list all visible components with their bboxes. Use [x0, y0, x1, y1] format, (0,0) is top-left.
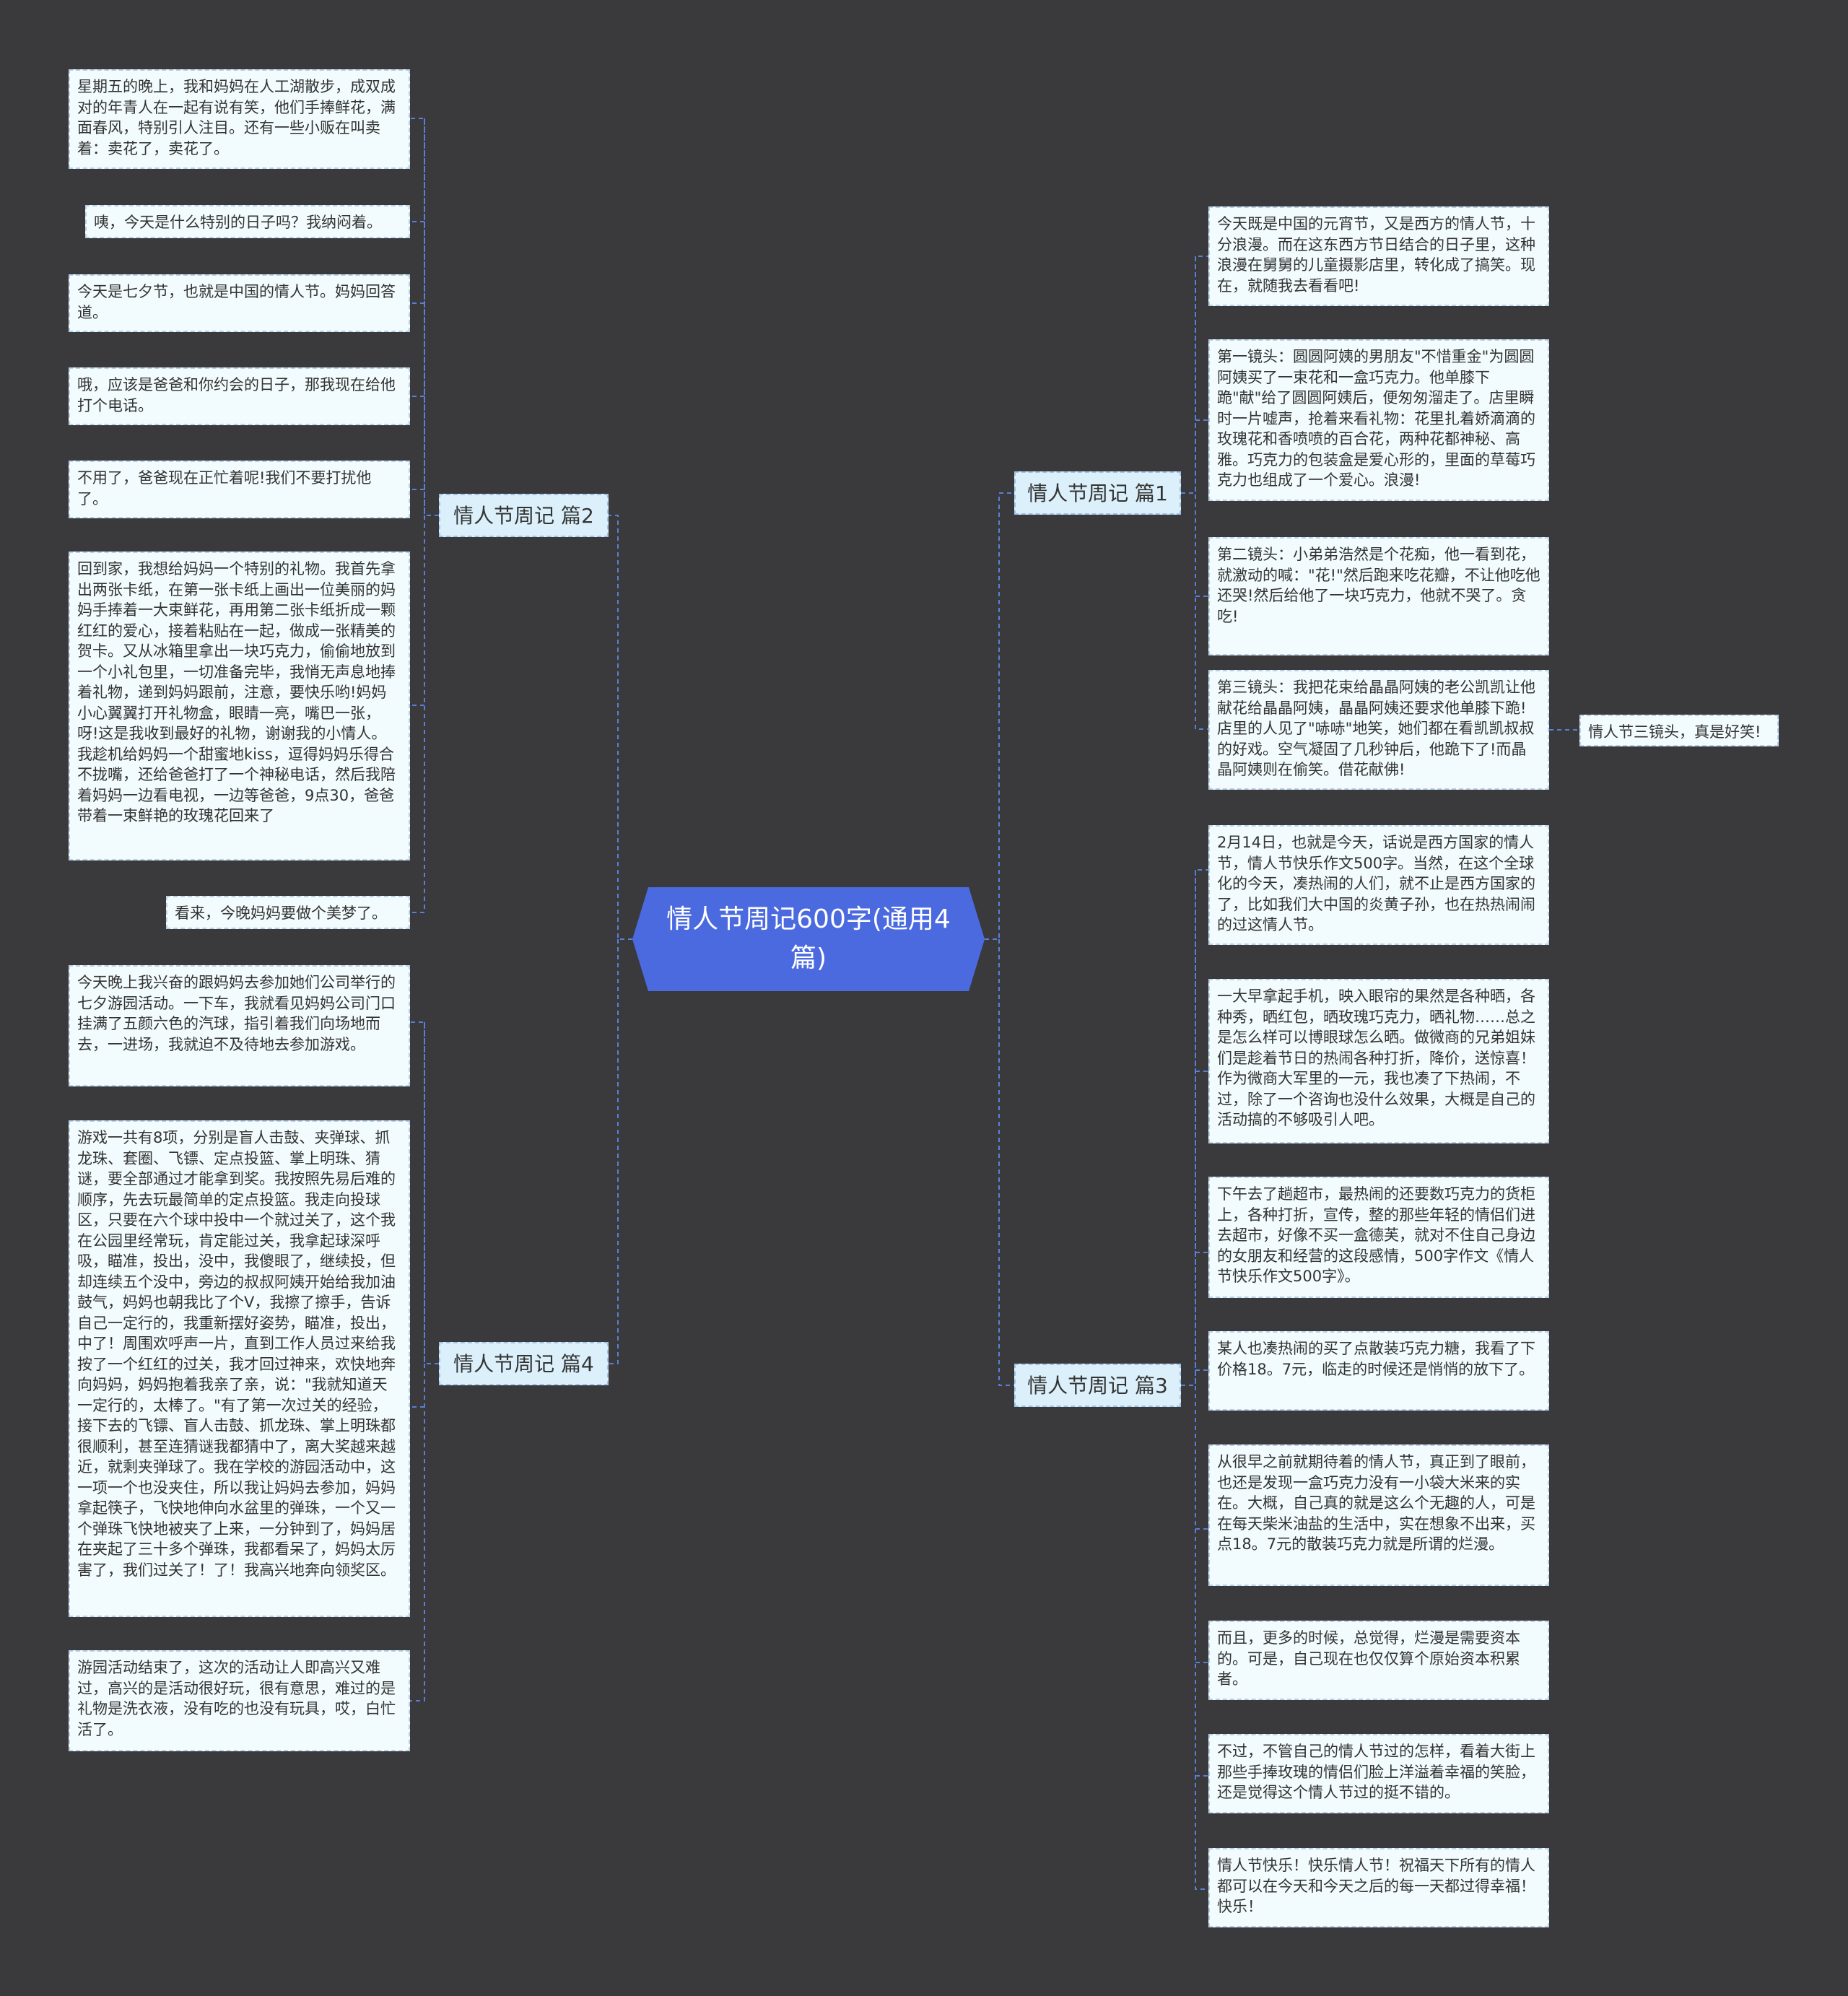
leaf-node[interactable]: 游园活动结束了，这次的活动让人即高兴又难过，高兴的是活动很好玩，很有意思，难过的… — [69, 1650, 410, 1751]
leaf-node[interactable]: 从很早之前就期待着的情人节，真正到了眼前，也还是发现一盒巧克力没有一小袋大米来的… — [1208, 1444, 1549, 1586]
leaf-text: 哦，应该是爸爸和你约会的日子，那我现在给他打个电话。 — [77, 376, 396, 414]
leaf-text: 今天是七夕节，也就是中国的情人节。妈妈回答道。 — [77, 283, 396, 321]
leaf-node[interactable]: 看来，今晚妈妈要做个美梦了。 — [166, 896, 410, 929]
leaf-node[interactable]: 游戏一共有8项，分别是盲人击鼓、夹弹球、抓龙珠、套圈、飞镖、定点投篮、掌上明珠、… — [69, 1120, 410, 1617]
leaf-node[interactable]: 哦，应该是爸爸和你约会的日子，那我现在给他打个电话。 — [69, 367, 410, 425]
leaf-text: 一大早拿起手机，映入眼帘的果然是各种晒，各种秀，晒红包，晒玫瑰巧克力，晒礼物……… — [1217, 988, 1535, 1128]
leaf-node[interactable]: 星期五的晚上，我和妈妈在人工湖散步，成双成对的年青人在一起有说有笑，他们手捧鲜花… — [69, 69, 410, 169]
leaf-node[interactable]: 第二镜头：小弟弟浩然是个花痴，他一看到花，就激动的喊："花!"然后跑来吃花瓣，不… — [1208, 537, 1549, 655]
leaf-text: 情人节快乐！快乐情人节！祝福天下所有的情人都可以在今天和今天之后的每一天都过得幸… — [1217, 1857, 1535, 1915]
leaf-text: 不用了，爸爸现在正忙着呢!我们不要打扰他了。 — [77, 469, 372, 507]
leaf-node[interactable]: 情人节快乐！快乐情人节！祝福天下所有的情人都可以在今天和今天之后的每一天都过得幸… — [1208, 1848, 1549, 1927]
leaf-text: 星期五的晚上，我和妈妈在人工湖散步，成双成对的年青人在一起有说有笑，他们手捧鲜花… — [77, 78, 396, 157]
leaf-node[interactable]: 而且，更多的时候，总觉得，烂漫是需要资本的。可是，自己现在也仅仅算个原始资本积累… — [1208, 1621, 1549, 1700]
root-topic[interactable]: 情人节周记600字(通用4篇) — [632, 887, 985, 991]
leaf-node[interactable]: 今天晚上我兴奋的跟妈妈去参加她们公司举行的七夕游园活动。一下车，我就看见妈妈公司… — [69, 965, 410, 1086]
branch-4-label: 情人节周记 篇4 — [453, 1352, 594, 1376]
branch-1[interactable]: 情人节周记 篇1 — [1014, 471, 1181, 515]
leaf-text: 游园活动结束了，这次的活动让人即高兴又难过，高兴的是活动很好玩，很有意思，难过的… — [77, 1659, 396, 1738]
root-title: 情人节周记600字(通用4篇) — [666, 905, 951, 973]
leaf-node[interactable]: 咦，今天是什么特别的日子吗？我纳闷着。 — [85, 205, 410, 238]
branch-2-label: 情人节周记 篇2 — [453, 504, 594, 528]
leaf-text: 不过，不管自己的情人节过的怎样，看着大街上那些手捧玫瑰的情侣们脸上洋溢着幸福的笑… — [1217, 1743, 1535, 1801]
leaf-text: 2月14日，也就是今天，话说是西方国家的情人节，情人节快乐作文500字。当然，在… — [1217, 834, 1535, 933]
leaf-text: 而且，更多的时候，总觉得，烂漫是需要资本的。可是，自己现在也仅仅算个原始资本积累… — [1217, 1629, 1520, 1688]
leaf-node-sub[interactable]: 情人节三镜头，真是好笑! — [1579, 715, 1779, 746]
leaf-node[interactable]: 一大早拿起手机，映入眼帘的果然是各种晒，各种秀，晒红包，晒玫瑰巧克力，晒礼物……… — [1208, 979, 1549, 1143]
branch-3-label: 情人节周记 篇3 — [1027, 1374, 1168, 1398]
leaf-node[interactable]: 第一镜头：圆圆阿姨的男朋友"不惜重金"为圆圆阿姨买了一束花和一盒巧克力。他单膝下… — [1208, 339, 1549, 501]
leaf-node[interactable]: 今天既是中国的元宵节，又是西方的情人节，十分浪漫。而在这东西方节日结合的日子里，… — [1208, 206, 1549, 306]
leaf-text: 今天晚上我兴奋的跟妈妈去参加她们公司举行的七夕游园活动。一下车，我就看见妈妈公司… — [77, 974, 396, 1053]
leaf-text: 第一镜头：圆圆阿姨的男朋友"不惜重金"为圆圆阿姨买了一束花和一盒巧克力。他单膝下… — [1217, 348, 1535, 489]
leaf-node[interactable]: 今天是七夕节，也就是中国的情人节。妈妈回答道。 — [69, 274, 410, 332]
leaf-node[interactable]: 某人也凑热闹的买了点散装巧克力糖，我看了下价格18。7元，临走的时候还是悄悄的放… — [1208, 1331, 1549, 1411]
branch-4[interactable]: 情人节周记 篇4 — [439, 1342, 609, 1385]
leaf-text: 从很早之前就期待着的情人节，真正到了眼前，也还是发现一盒巧克力没有一小袋大米来的… — [1217, 1453, 1535, 1553]
leaf-node[interactable]: 下午去了趟超市，最热闹的还要数巧克力的货柜上，各种打折，宣传，整的那些年轻的情侣… — [1208, 1177, 1549, 1298]
leaf-text: 第三镜头：我把花束给晶晶阿姨的老公凯凯让他献花给晶晶阿姨，晶晶阿姨还要求他单膝下… — [1217, 679, 1535, 778]
leaf-text: 某人也凑热闹的买了点散装巧克力糖，我看了下价格18。7元，临走的时候还是悄悄的放… — [1217, 1340, 1535, 1378]
leaf-text: 咦，今天是什么特别的日子吗？我纳闷着。 — [94, 214, 382, 231]
leaf-text: 回到家，我想给妈妈一个特别的礼物。我首先拿出两张卡纸，在第一张卡纸上画出一位美丽… — [77, 560, 396, 824]
leaf-text: 今天既是中国的元宵节，又是西方的情人节，十分浪漫。而在这东西方节日结合的日子里，… — [1217, 215, 1535, 295]
branch-1-label: 情人节周记 篇1 — [1027, 481, 1168, 505]
leaf-text: 情人节三镜头，真是好笑! — [1588, 723, 1761, 741]
leaf-text: 游戏一共有8项，分别是盲人击鼓、夹弹球、抓龙珠、套圈、飞镖、定点投篮、掌上明珠、… — [77, 1129, 396, 1579]
leaf-node[interactable]: 不过，不管自己的情人节过的怎样，看着大街上那些手捧玫瑰的情侣们脸上洋溢着幸福的笑… — [1208, 1734, 1549, 1813]
leaf-text: 看来，今晚妈妈要做个美梦了。 — [175, 905, 387, 922]
leaf-node[interactable]: 回到家，我想给妈妈一个特别的礼物。我首先拿出两张卡纸，在第一张卡纸上画出一位美丽… — [69, 552, 410, 860]
leaf-node[interactable]: 第三镜头：我把花束给晶晶阿姨的老公凯凯让他献花给晶晶阿姨，晶晶阿姨还要求他单膝下… — [1208, 670, 1549, 790]
branch-2[interactable]: 情人节周记 篇2 — [439, 494, 609, 537]
leaf-node[interactable]: 2月14日，也就是今天，话说是西方国家的情人节，情人节快乐作文500字。当然，在… — [1208, 825, 1549, 945]
leaf-node[interactable]: 不用了，爸爸现在正忙着呢!我们不要打扰他了。 — [69, 461, 410, 518]
leaf-text: 下午去了趟超市，最热闹的还要数巧克力的货柜上，各种打折，宣传，整的那些年轻的情侣… — [1217, 1185, 1535, 1285]
leaf-text: 第二镜头：小弟弟浩然是个花痴，他一看到花，就激动的喊："花!"然后跑来吃花瓣，不… — [1217, 546, 1540, 625]
branch-3[interactable]: 情人节周记 篇3 — [1014, 1364, 1181, 1407]
